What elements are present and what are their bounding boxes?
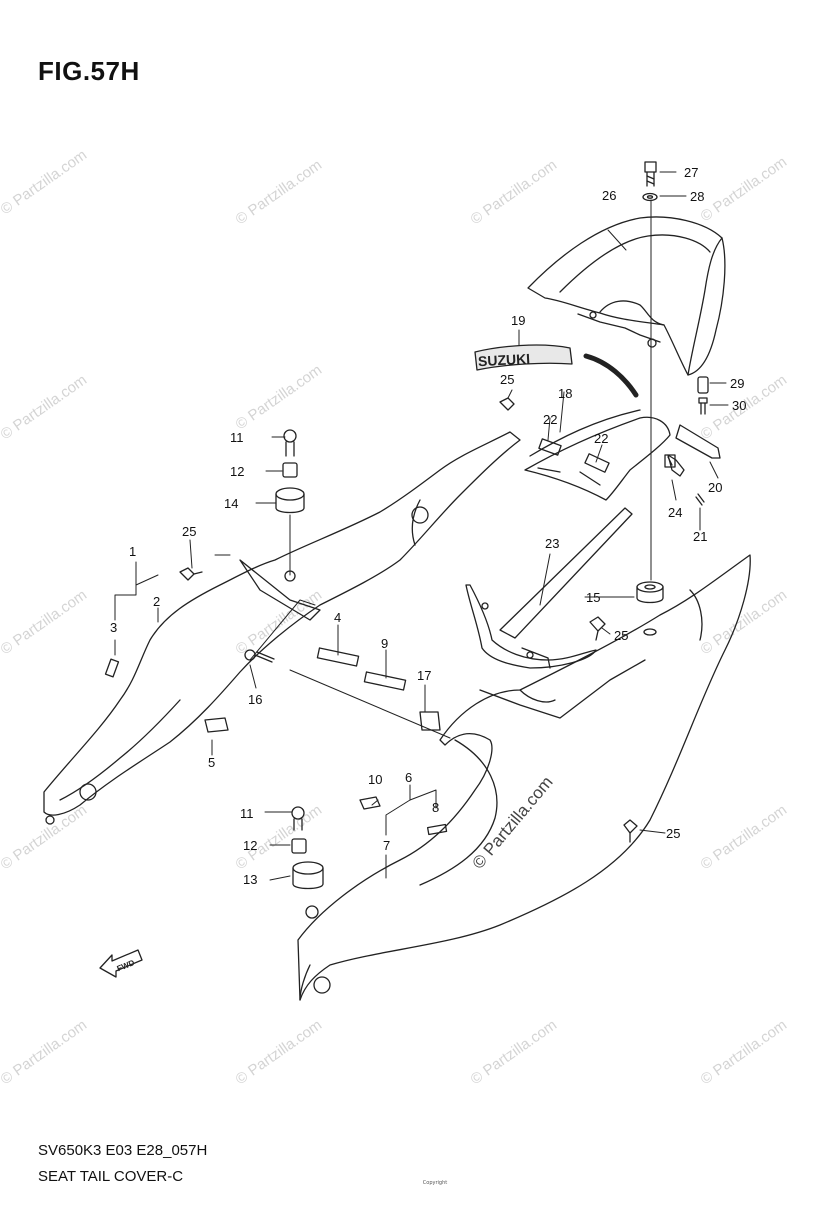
part-label-29: 29 [730, 376, 744, 391]
leader-line [249, 599, 316, 661]
part-label-25: 25 [500, 372, 514, 387]
watermark: © Partzilla.com [468, 156, 561, 228]
watermark-diagonal: © Partzilla.com [469, 773, 557, 873]
part-label-7: 7 [383, 838, 390, 853]
part-label-28: 28 [690, 189, 704, 204]
part-label-14: 14 [224, 496, 238, 511]
part-label-1: 1 [129, 544, 136, 559]
tape-part-4 [316, 647, 360, 667]
watermark: © Partzilla.com [0, 1016, 90, 1088]
part-label-12: 12 [230, 464, 244, 479]
part-label-9: 9 [381, 636, 388, 651]
part-label-11: 11 [230, 430, 244, 445]
grommet-part-14 [275, 487, 305, 514]
part-label-5: 5 [208, 755, 215, 770]
grommet-part-13 [292, 861, 324, 890]
bracket-part-23 [465, 507, 633, 669]
screw-part-25-mid [589, 616, 606, 641]
tape-part-5 [204, 717, 229, 733]
collar-part-12-lower [291, 838, 307, 854]
screw-part-25-right [623, 819, 638, 843]
part-label-15: 15 [586, 590, 600, 605]
part-label-22: 22 [594, 431, 608, 446]
watermark: © Partzilla.com [698, 801, 791, 873]
watermark: © Partzilla.com [233, 1016, 326, 1088]
part-label-25: 25 [614, 628, 628, 643]
watermark: © Partzilla.com [0, 146, 90, 218]
emblem-arc [583, 353, 639, 398]
part-label-17: 17 [417, 668, 431, 683]
watermark: © Partzilla.com [233, 156, 326, 228]
watermark: © Partzilla.com [468, 1016, 561, 1088]
part-label-8: 8 [432, 800, 439, 815]
figure-description: SEAT TAIL COVER-C [38, 1168, 184, 1185]
part-label-16: 16 [248, 692, 262, 707]
part-label-27: 27 [684, 165, 698, 180]
part-label-18: 18 [558, 386, 572, 401]
leader-line [289, 669, 451, 739]
screw-part-25-center [499, 397, 515, 411]
seat-pad-part-18 [524, 409, 676, 501]
watermark-layer: © Partzilla.com © Partzilla.com © Partzi… [0, 146, 790, 1088]
screw-part-11-lower [291, 806, 305, 831]
part-label-2: 2 [153, 594, 160, 609]
tape-part-9 [363, 671, 407, 691]
screw-part-25-left [179, 567, 203, 581]
part-label-4: 4 [334, 610, 341, 625]
watermark: © Partzilla.com [698, 586, 791, 658]
watermark: © Partzilla.com [233, 586, 326, 658]
mount-hole [284, 570, 296, 582]
part-label-24: 24 [668, 505, 682, 520]
washer-part-28 [642, 192, 658, 202]
part-label-26: 26 [602, 188, 616, 203]
side-cover-left-part-1 [43, 431, 521, 825]
suzuki-emblem-part-19: SUZUKI [474, 344, 573, 371]
grommet-part-15 [636, 581, 664, 636]
watermark: © Partzilla.com [698, 1016, 791, 1088]
watermark: © Partzilla.com [0, 371, 90, 443]
watermark: © Partzilla.com [698, 153, 791, 225]
part-label-3: 3 [110, 620, 117, 635]
tape-part-21 [695, 493, 705, 506]
side-cover-right-part-6 [297, 554, 751, 1001]
part-label-11: 11 [240, 806, 254, 821]
screw-part-11-upper [283, 429, 297, 457]
bolt-part-27 [644, 161, 657, 187]
model-code: SV650K3 E03 E28_057H [38, 1142, 208, 1159]
part-label-30: 30 [732, 398, 746, 413]
part-label-22: 22 [543, 412, 557, 427]
watermark: © Partzilla.com [0, 586, 90, 658]
spacer-part-29 [697, 376, 709, 394]
collar-part-12-upper [282, 462, 298, 478]
part-label-21: 21 [693, 529, 707, 544]
part-label-6: 6 [405, 770, 412, 785]
fwd-arrow: FWD [99, 949, 143, 978]
leader-lines [114, 171, 729, 881]
tape-part-8 [426, 823, 448, 836]
part-label-10: 10 [368, 772, 382, 787]
clip-part-24 [667, 454, 685, 477]
clip-part-17 [419, 711, 441, 731]
watermark: © Partzilla.com [233, 361, 326, 433]
emblem-text: SUZUKI [478, 350, 531, 369]
part-label-12: 12 [243, 838, 257, 853]
screw-part-30 [698, 397, 708, 415]
part-label-25: 25 [182, 524, 196, 539]
trim-strip-part-20 [675, 424, 721, 459]
tape-part-3 [104, 658, 120, 678]
part-label-20: 20 [708, 480, 722, 495]
seat-tail-cowl-part-26 [527, 216, 726, 376]
part-label-13: 13 [243, 872, 257, 887]
copyright-note: Copyright [422, 1180, 448, 1186]
part-label-23: 23 [545, 536, 559, 551]
part-labels: 1 2 3 4 5 6 7 8 9 10 11 11 12 12 13 14 1… [110, 165, 746, 887]
tape-part-10 [359, 796, 381, 810]
part-label-19: 19 [511, 313, 525, 328]
figure-title: FIG.57H [38, 56, 140, 86]
part-label-25: 25 [666, 826, 680, 841]
